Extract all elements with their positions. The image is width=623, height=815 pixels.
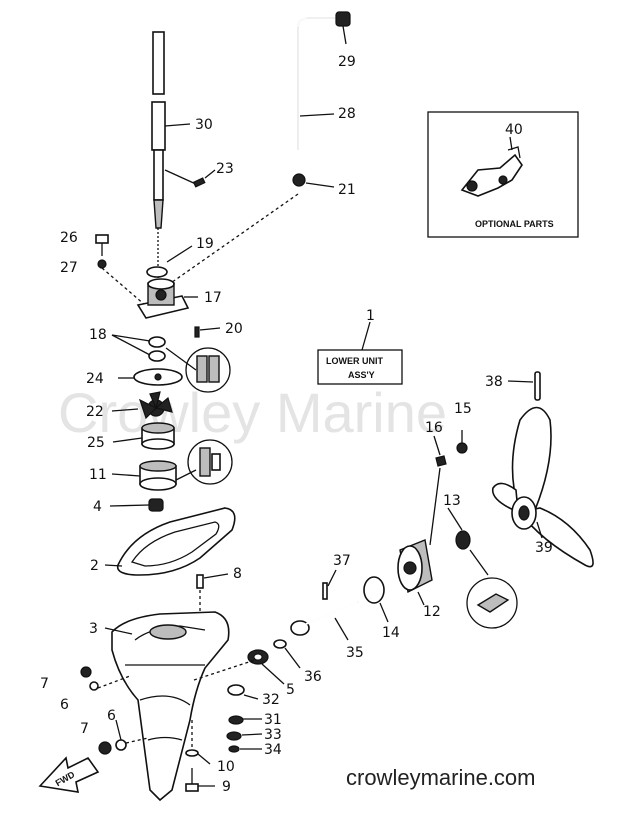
forward-arrow: FWD <box>38 756 100 793</box>
callout-6b: 6 <box>107 708 116 724</box>
part-23-pin <box>192 177 206 188</box>
part-29-grommet <box>335 11 351 27</box>
callout-26: 26 <box>60 230 78 246</box>
part-2-gasket <box>116 507 236 576</box>
callout-35: 35 <box>346 645 364 661</box>
part-14-o-ring <box>363 576 385 604</box>
callout-20: 20 <box>225 321 243 337</box>
lower-unit-label-1: LOWER UNIT <box>326 356 383 366</box>
part-10-washer <box>185 749 199 757</box>
part-30-drive-shaft <box>151 31 166 292</box>
detail-seal-orientation-upper <box>185 347 231 393</box>
callout-37: 37 <box>333 553 351 569</box>
part-31-gear <box>228 715 244 725</box>
detail-seal-orientation-lower <box>187 439 233 485</box>
callout-33: 33 <box>264 727 282 743</box>
part-8-dowel-pin <box>196 574 204 589</box>
callout-27: 27 <box>60 260 78 276</box>
callout-6a: 6 <box>60 697 69 713</box>
callout-39: 39 <box>535 540 553 556</box>
callout-13: 13 <box>443 493 461 509</box>
callout-40: 40 <box>505 122 523 138</box>
part-6-washer-upper <box>89 681 99 691</box>
part-28-shift-rod <box>297 17 340 150</box>
watermark: Crowley Marine <box>58 381 447 444</box>
callout-31: 31 <box>264 712 282 728</box>
callout-29: 29 <box>338 54 356 70</box>
detail-thrust-washer <box>466 577 518 629</box>
callout-4: 4 <box>93 499 102 515</box>
callout-8: 8 <box>233 566 242 582</box>
lower-unit-label-2: ASS'Y <box>348 370 375 380</box>
callout-3: 3 <box>89 621 98 637</box>
part-17-pump-housing <box>136 278 190 319</box>
callout-21: 21 <box>338 182 356 198</box>
part-15-bolt <box>456 442 468 454</box>
part-32-washer <box>227 684 245 696</box>
callout-32: 32 <box>262 692 280 708</box>
callout-1: 1 <box>366 308 375 324</box>
callout-24: 24 <box>86 371 104 387</box>
part-33-bearing <box>226 731 242 741</box>
optional-parts-box: OPTIONAL PARTS <box>427 111 579 238</box>
part-3-lower-casing <box>111 611 230 802</box>
part-18-seal-lower <box>148 350 166 362</box>
callout-22: 22 <box>86 404 104 420</box>
part-35-propeller-shaft <box>290 601 359 636</box>
part-6-washer-lower <box>115 739 127 751</box>
part-7-bolt-upper <box>80 666 92 678</box>
part-9-screw <box>185 768 199 792</box>
part-13-bushing <box>455 530 471 550</box>
part-34-seal <box>228 745 240 753</box>
callout-36: 36 <box>304 669 322 685</box>
callout-7b: 7 <box>80 721 89 737</box>
part-4-seal <box>148 498 164 512</box>
part-16-nut <box>435 455 447 467</box>
callout-5: 5 <box>286 682 295 698</box>
callout-28: 28 <box>338 106 356 122</box>
part-21-seal <box>292 173 306 187</box>
optional-parts-label: OPTIONAL PARTS <box>475 219 554 229</box>
part-36-washer <box>273 639 287 649</box>
part-19-o-ring <box>146 266 168 278</box>
part-7-bolt-lower <box>98 741 112 755</box>
callout-9: 9 <box>222 779 231 795</box>
part-38-cotter-pin <box>534 371 541 401</box>
callout-16: 16 <box>425 420 443 436</box>
callout-23: 23 <box>216 161 234 177</box>
callout-17: 17 <box>204 290 222 306</box>
callout-10: 10 <box>217 759 235 775</box>
part-5-forward-gear <box>247 649 269 665</box>
callout-34: 34 <box>264 742 282 758</box>
part-39-propeller <box>491 406 594 568</box>
part-22-impeller <box>138 391 173 420</box>
callout-7a: 7 <box>40 676 49 692</box>
callout-15: 15 <box>454 401 472 417</box>
part-20-pin <box>194 326 200 338</box>
part-25-insert-cartridge <box>141 422 175 450</box>
lower-unit-assy-box: LOWER UNIT ASS'Y <box>317 321 403 385</box>
callout-11: 11 <box>89 467 107 483</box>
part-12-bearing-housing <box>397 539 433 594</box>
part-18-seal-upper <box>148 336 166 348</box>
part-27-washer <box>97 259 107 269</box>
callout-numbers: 1 2 3 4 5 6 6 7 7 8 9 10 11 12 13 14 15 … <box>40 54 553 795</box>
callout-19: 19 <box>196 236 214 252</box>
callout-30: 30 <box>195 117 213 133</box>
part-37-pin <box>322 582 328 600</box>
callout-25: 25 <box>87 435 105 451</box>
part-26-bolt <box>95 234 109 256</box>
callout-12: 12 <box>423 604 441 620</box>
part-11-pump-case <box>139 460 177 491</box>
footer-url: crowleymarine.com <box>346 765 536 790</box>
callout-14: 14 <box>382 625 400 641</box>
callout-18: 18 <box>89 327 107 343</box>
part-40-bracket <box>460 146 523 197</box>
callout-2: 2 <box>90 558 99 574</box>
callout-38: 38 <box>485 374 503 390</box>
